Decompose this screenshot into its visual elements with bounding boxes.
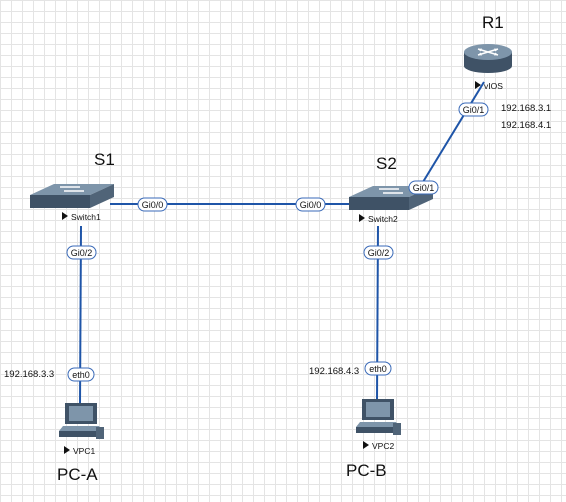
pca-ip-address: 192.168.3.3 — [4, 369, 54, 380]
iface-r1-gi01[interactable]: Gi0/1 — [458, 102, 489, 117]
pc-b[interactable]: VPC2 PC-B — [346, 399, 401, 480]
pcb-name: PC-B — [346, 461, 387, 480]
iface-label: Gi0/2 — [368, 248, 390, 258]
pc-icon — [59, 403, 104, 439]
iface-label: eth0 — [72, 370, 90, 380]
pc-icon — [356, 399, 401, 435]
iface-s2-gi02[interactable]: Gi0/2 — [363, 245, 394, 260]
s1-label: Switch1 — [71, 212, 101, 222]
pca-label: VPC1 — [73, 446, 95, 456]
r1-label: vIOS — [484, 81, 503, 91]
router-icon — [464, 44, 512, 73]
play-triangle-icon — [62, 212, 68, 220]
iface-label: Gi0/1 — [463, 105, 485, 115]
iface-s2-gi00[interactable]: Gi0/0 — [295, 197, 326, 212]
iface-s1-gi00[interactable]: Gi0/0 — [137, 197, 168, 212]
iface-pca-eth0[interactable]: eth0 — [67, 367, 95, 382]
switch-icon — [30, 184, 114, 208]
s2-name: S2 — [376, 154, 397, 173]
iface-s2-gi01[interactable]: Gi0/1 — [408, 180, 439, 195]
iface-label: Gi0/0 — [142, 200, 164, 210]
play-triangle-icon — [359, 214, 365, 222]
switch-s1[interactable]: S1 Switch1 — [30, 150, 115, 222]
pc-a[interactable]: VPC1 PC-A — [57, 403, 104, 484]
play-triangle-icon — [363, 441, 369, 449]
pcb-ip-address: 192.168.4.3 — [309, 366, 359, 377]
iface-label: Gi0/0 — [300, 200, 322, 210]
r1-ip-address-2: 192.168.4.1 — [501, 120, 551, 131]
iface-label: Gi0/2 — [71, 248, 93, 258]
s2-label: Switch2 — [368, 214, 398, 224]
s1-name: S1 — [94, 150, 115, 169]
iface-pcb-eth0[interactable]: eth0 — [364, 361, 392, 376]
pcb-label: VPC2 — [372, 441, 394, 451]
play-triangle-icon — [475, 81, 481, 89]
r1-name: R1 — [482, 13, 504, 32]
r1-ip-address-1: 192.168.3.1 — [501, 103, 551, 114]
iface-s1-gi02[interactable]: Gi0/2 — [66, 245, 97, 260]
iface-label: Gi0/1 — [413, 183, 435, 193]
router-r1[interactable]: R1 vIOS — [464, 13, 512, 91]
link-s2-r1[interactable] — [411, 81, 485, 201]
pca-name: PC-A — [57, 465, 98, 484]
play-triangle-icon — [64, 446, 70, 454]
iface-label: eth0 — [369, 364, 387, 374]
